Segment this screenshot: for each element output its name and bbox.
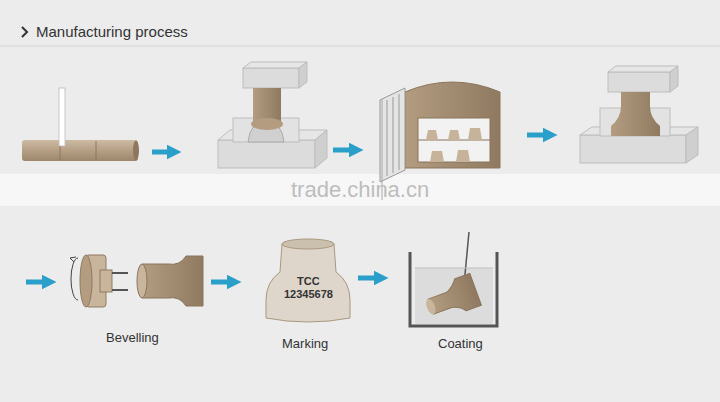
coating-tank (410, 232, 497, 326)
marked-reducer (266, 239, 350, 322)
pipe-cutting (22, 88, 139, 161)
watermark-band (0, 174, 720, 206)
step-caption: Marking (282, 337, 328, 352)
page-title: Manufacturing process (36, 23, 188, 40)
bevelling-machine (70, 255, 203, 307)
step-caption: Coating (438, 337, 483, 352)
step-caption: Bevelling (106, 331, 159, 346)
press-forming (218, 62, 327, 168)
sizing-press (580, 66, 698, 163)
watermark: trade.china.cn (291, 177, 429, 202)
header-rule (0, 46, 720, 47)
title-chevron (22, 27, 27, 37)
marking-text: TCC (297, 275, 320, 288)
marking-text: 12345678 (284, 288, 333, 301)
